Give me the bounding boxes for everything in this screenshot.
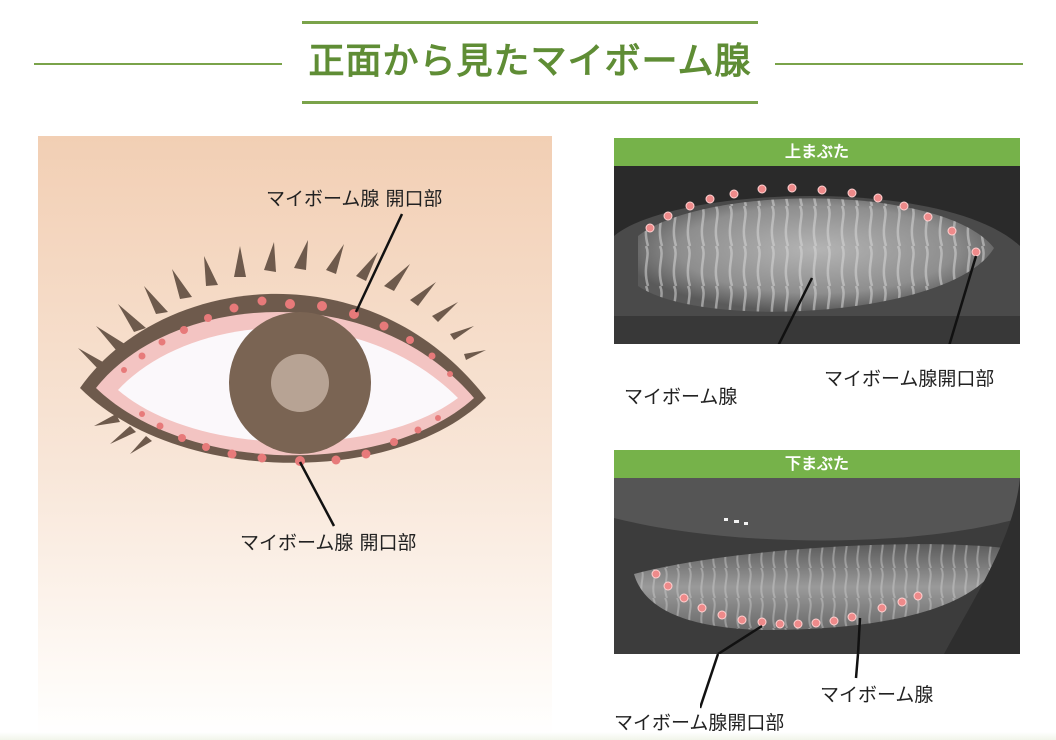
- upper-opening-leader: [354, 213, 404, 313]
- lower-gland-leader: [856, 617, 862, 654]
- upper-opening-photo-leader: [948, 255, 978, 344]
- footer-band: [0, 732, 1056, 740]
- pupil: [271, 354, 329, 412]
- upper-gland-leader: [777, 277, 814, 344]
- upper-eyelid-photo: [614, 166, 1020, 344]
- upper-opening-photo-label: マイボーム腺開口部: [824, 368, 995, 390]
- lower-eyelashes: [94, 414, 152, 454]
- upper-eyelashes: [78, 240, 486, 371]
- title-line-right: [775, 63, 1023, 65]
- lower-gland-label: マイボーム腺: [820, 684, 934, 706]
- lower-opening-leader: [298, 461, 336, 527]
- upper-opening-label: マイボーム腺 開口部: [266, 188, 443, 210]
- lower-eyelid-header: 下まぶた: [614, 450, 1020, 478]
- lower-opening-photo-label: マイボーム腺開口部: [614, 712, 785, 734]
- lower-gland-openings: [139, 411, 441, 466]
- lower-leader-extensions: [700, 654, 860, 709]
- lower-opening-label: マイボーム腺 開口部: [240, 532, 417, 554]
- upper-eyelid-header: 上まぶた: [614, 138, 1020, 166]
- title-rule-top: [302, 21, 758, 24]
- title-rule-bottom: [302, 101, 758, 104]
- page-title: 正面から見たマイボーム腺: [308, 41, 752, 82]
- lower-eyelid-photo: [614, 478, 1020, 654]
- upper-gland-label: マイボーム腺: [624, 386, 738, 408]
- title-line-left: [34, 63, 282, 65]
- upper-gland-openings: [121, 296, 453, 377]
- lower-opening-photo-leader: [717, 624, 763, 654]
- eye-illustration: [78, 213, 486, 527]
- lower-photo-openings: [651, 569, 923, 629]
